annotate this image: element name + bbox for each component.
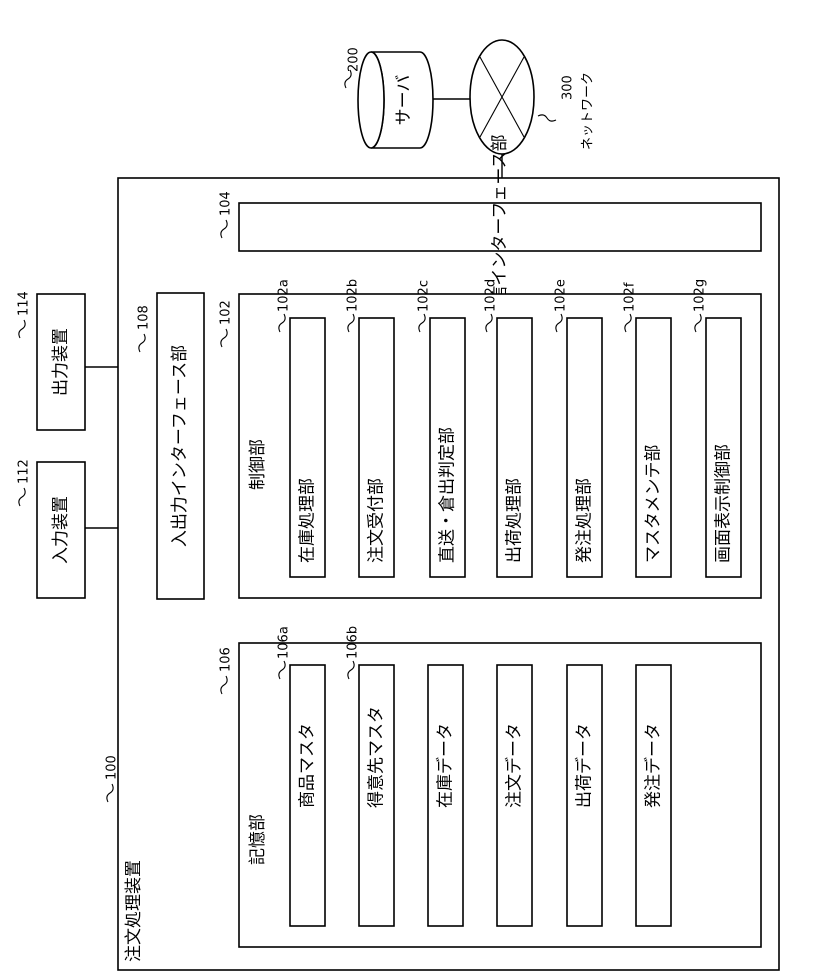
control-module-ref-1: 102b [346,279,361,312]
io-interface-label: 入出力インターフェース部 [170,345,190,547]
order-processing-device-ref: 100 [105,755,120,780]
output-device-label: 出力装置 [51,328,71,396]
storage-item-label-0: 商品マスタ [298,723,318,808]
input-device-ref: 112 [17,459,32,484]
storage-item-label-5: 発注データ [643,723,664,808]
control-module-ref-3: 102d [484,279,499,312]
control-module-ref-5: 102f [623,282,638,312]
storage-unit-label: 記憶部 [248,814,268,865]
control-module-ref-6: 102g [693,279,708,312]
control-module-label-4: 発注処理部 [575,478,595,563]
storage-item-label-2: 在庫データ [435,723,456,808]
control-unit-ref: 102 [219,300,234,325]
control-unit-label: 制御部 [248,439,268,490]
control-module-ref-0: 102a [277,279,292,312]
io-interface-ref: 108 [137,305,152,330]
output-device-ref: 114 [17,291,32,316]
output-device-ref-leader [19,320,25,338]
server-ref: 200 [347,47,362,72]
input-device-ref-leader [19,488,25,506]
network-label: ネットワーク [581,72,596,150]
order-processing-device-label: 注文処理装置 [124,860,144,962]
comm-interface-ref: 104 [219,191,234,216]
storage-item-label-1: 得意先マスタ [367,706,387,808]
control-module-ref-2: 102c [417,280,432,312]
storage-item-label-4: 出荷データ [574,723,595,808]
control-module-label-3: 出荷処理部 [505,478,525,563]
network-ref-leader [538,115,556,121]
input-device-label: 入力装置 [51,496,71,564]
control-module-ref-4: 102e [554,279,569,312]
storage-unit-ref: 106 [219,647,234,672]
storage-item-ref-1: 106b [346,626,361,659]
control-module-label-2: 直送・倉出判定部 [438,427,458,563]
control-module-label-0: 在庫処理部 [298,478,318,563]
storage-item-label-3: 注文データ [504,723,525,808]
device-ref-leader [107,784,113,802]
control-module-label-5: マスタメンテ部 [644,445,664,564]
control-module-label-1: 注文受付部 [367,478,387,563]
network-ref: 300 [561,75,576,100]
control-module-label-6: 画面表示制御部 [714,444,734,563]
server-label: サーバ [394,75,414,126]
storage-item-ref-0: 106a [277,626,292,659]
